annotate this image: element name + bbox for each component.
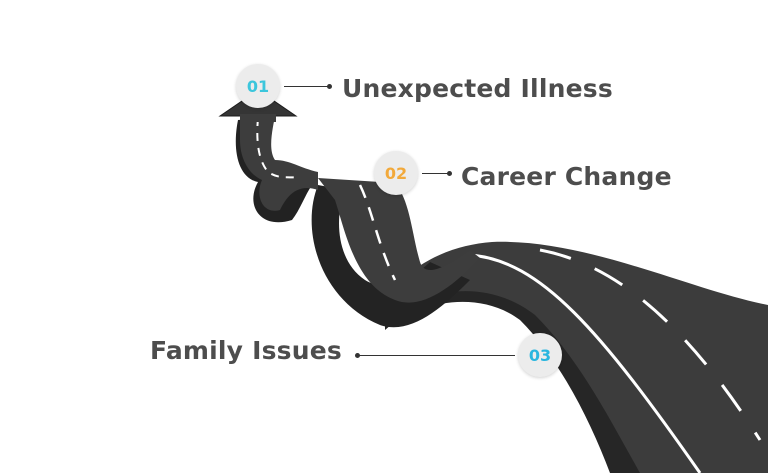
step-01-connector [284,84,332,89]
road-arrow-neck [240,114,276,122]
road-dashed-line-foreground [539,248,762,441]
step-01-number: 01 [246,76,270,96]
step-02-number: 02 [384,163,408,183]
road-top-upper [240,112,318,211]
road-edge-line-foreground [469,253,702,473]
step-02-connector [422,171,452,176]
step-03-badge: 03 [518,333,562,377]
step-01-badge: 01 [236,64,280,108]
step-03-label: Family Issues [150,336,342,365]
road-dashed-line-middle [358,184,397,281]
step-02-badge: 02 [374,151,418,195]
road-dashed-line-upper [256,117,301,179]
road-top-foreground [385,241,768,473]
step-02-label: Career Change [461,162,672,191]
step-01-label: Unexpected Illness [342,74,613,103]
step-03-connector [355,353,515,358]
road-top-middle [318,178,480,303]
step-03-number: 03 [528,345,552,365]
